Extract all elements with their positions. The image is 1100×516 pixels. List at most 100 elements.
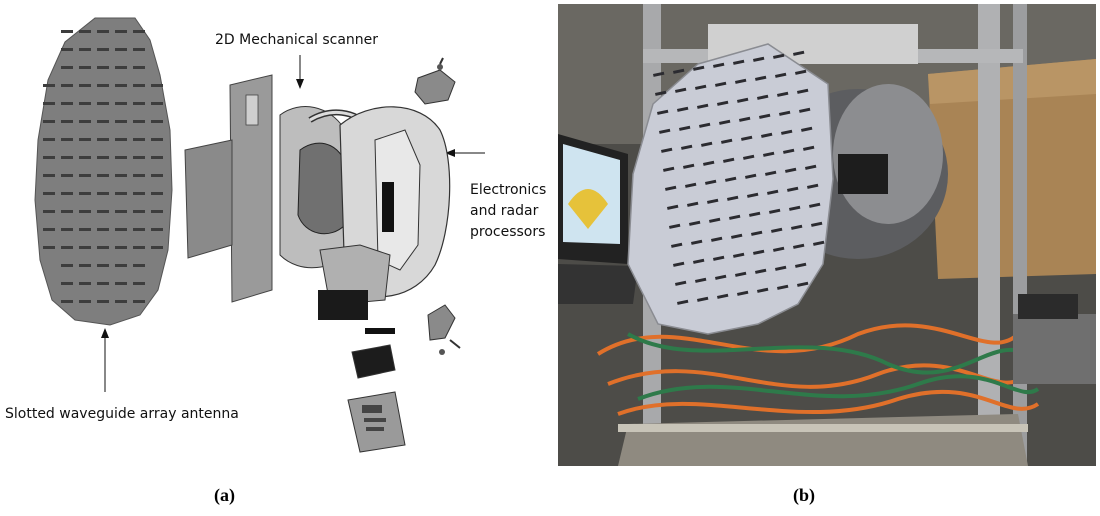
antenna-slot	[151, 156, 163, 159]
photo-antenna-slot	[710, 236, 723, 242]
antenna-panel	[34, 17, 173, 326]
antenna-slot	[133, 228, 145, 231]
antenna-slot	[97, 246, 109, 249]
antenna-slot	[79, 84, 91, 87]
antenna-slot	[61, 264, 73, 267]
photo-antenna-slot	[744, 173, 757, 179]
photo-antenna-slot	[751, 230, 763, 236]
photo-antenna-slot	[735, 271, 747, 277]
photo-antenna-slot	[767, 189, 779, 195]
antenna-slot	[97, 264, 109, 267]
antenna-slot	[79, 210, 91, 213]
photo-antenna-slot	[727, 195, 739, 201]
antenna-slot	[97, 174, 109, 177]
photo-antenna-slot	[675, 87, 687, 93]
photo-antenna-slot	[764, 170, 777, 176]
antenna-slot	[61, 120, 73, 123]
side-bracket	[427, 304, 461, 355]
photo-antenna-slot	[741, 135, 753, 141]
antenna-slot	[133, 192, 145, 195]
antenna-slot	[43, 120, 55, 123]
photo-antenna-slot	[784, 167, 797, 173]
photo-antenna-slot	[753, 56, 765, 62]
antenna-slot	[133, 264, 145, 267]
photo-antenna-slot	[715, 81, 727, 87]
photo-antenna-slot	[798, 107, 811, 113]
photo-antenna-slot	[681, 144, 693, 150]
photo-antenna-slot	[697, 103, 709, 109]
antenna-slot	[79, 102, 91, 105]
photo-antenna-slot	[746, 192, 759, 198]
photo-antenna-slot	[687, 201, 699, 207]
electronics-arrowhead	[445, 149, 455, 157]
antenna-slot	[79, 192, 91, 195]
photo-antenna-slot	[721, 138, 733, 144]
antenna-slot	[151, 138, 163, 141]
antenna-slot	[133, 210, 145, 213]
caption-a: (a)	[214, 485, 235, 505]
electronics-label: Electronics and radar processors	[470, 180, 546, 243]
photo-antenna-slot	[725, 176, 737, 182]
antenna-slot	[151, 246, 163, 249]
photo-antenna-slot	[777, 91, 789, 97]
photo-antenna-slot	[723, 157, 735, 163]
antenna-slot	[79, 120, 91, 123]
photo-antenna-slot	[753, 249, 765, 255]
scanner-label: 2D Mechanical scanner	[215, 32, 379, 48]
antenna-slot	[115, 48, 127, 51]
antenna-slot	[151, 210, 163, 213]
antenna-slot	[115, 192, 127, 195]
photo-antenna-slot	[719, 119, 731, 125]
antenna-slot	[97, 300, 109, 303]
antenna-slot	[61, 156, 73, 159]
antenna-slot	[79, 66, 91, 69]
antenna-slot	[115, 300, 127, 303]
antenna-slot	[61, 84, 73, 87]
photo-antenna-slot	[733, 59, 745, 65]
antenna-slot	[61, 192, 73, 195]
antenna-slot	[151, 192, 163, 195]
photo-antenna-slot	[705, 179, 717, 185]
antenna-slot	[43, 156, 55, 159]
antenna-slot	[43, 192, 55, 195]
photo-antenna-slot	[673, 261, 685, 267]
photo-antenna-slot	[796, 88, 809, 94]
antenna-slot	[115, 30, 127, 33]
photo-antenna-slot	[691, 239, 703, 245]
photo-antenna-slot	[693, 258, 705, 264]
photo-antenna-slot	[807, 183, 819, 189]
scanner-mount-plate	[184, 74, 273, 303]
antenna-slot	[151, 120, 163, 123]
photo-antenna-slot	[695, 277, 707, 283]
antenna-slot	[97, 210, 109, 213]
photo-antenna-slot	[695, 84, 707, 90]
antenna-slot	[43, 102, 55, 105]
photo-antenna-slot	[783, 148, 795, 154]
photo-antenna-slot	[669, 223, 681, 229]
photo-antenna-slot	[775, 72, 787, 78]
antenna-slot	[97, 30, 109, 33]
antenna-slot	[115, 210, 127, 213]
antenna-slot	[133, 282, 145, 285]
antenna-slot	[79, 228, 91, 231]
antenna-slot	[133, 174, 145, 177]
antenna-slot	[61, 300, 73, 303]
photo-illustration	[558, 4, 1096, 466]
antenna-slot	[79, 30, 91, 33]
antenna-slot	[115, 246, 127, 249]
photo-antenna-slot	[778, 110, 791, 116]
antenna-slot	[133, 84, 145, 87]
photo-antenna-slot	[657, 109, 669, 115]
photo-antenna-slot	[712, 62, 725, 68]
antenna-slot	[97, 120, 109, 123]
photo-antenna-slot	[675, 280, 687, 286]
antenna-slot	[61, 174, 73, 177]
photo-antenna-slot	[653, 71, 665, 77]
antenna-slot	[97, 66, 109, 69]
antenna-label: Slotted waveguide array antenna	[5, 406, 239, 422]
photo-antenna-slot	[739, 116, 751, 122]
photo-antenna-slot	[791, 224, 803, 230]
photo-antenna-slot	[759, 113, 771, 119]
antenna-slot	[61, 66, 73, 69]
antenna-slot	[151, 228, 163, 231]
